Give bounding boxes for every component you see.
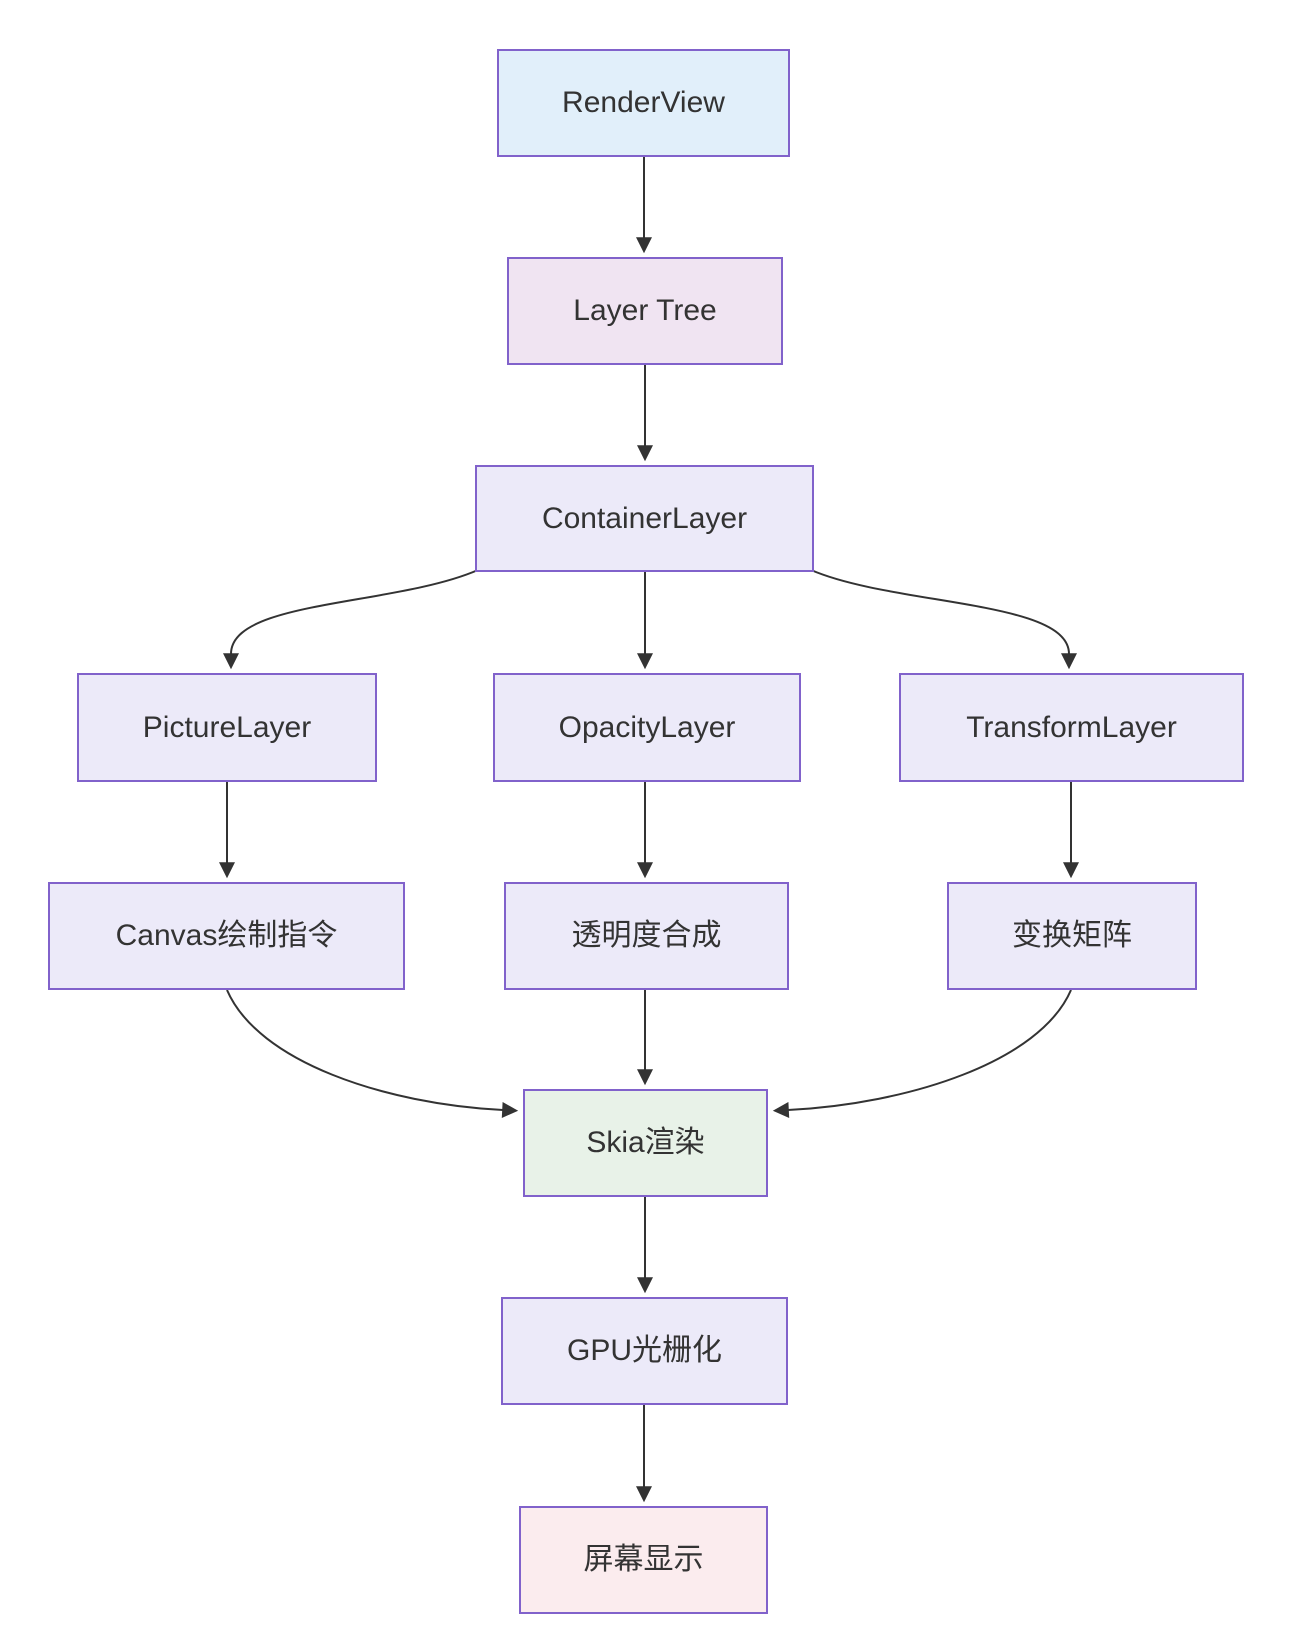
node-picturelayer: PictureLayer (77, 673, 377, 782)
node-renderview: RenderView (497, 49, 790, 157)
node-transformlayer: TransformLayer (899, 673, 1244, 782)
node-screen-display: 屏幕显示 (519, 1506, 768, 1614)
edge-canvascmd-skia (226, 989, 519, 1118)
edge-containerlayer-transformlayer (810, 569, 1077, 670)
node-opacity-compositing: 透明度合成 (504, 882, 789, 990)
edge-matrix-skia (772, 989, 1072, 1118)
edge-containerlayer-picturelayer (223, 569, 479, 670)
node-containerlayer: ContainerLayer (475, 465, 814, 572)
node-gpu-rasterize: GPU光栅化 (501, 1297, 788, 1405)
node-layer-tree: Layer Tree (507, 257, 783, 365)
node-opacitylayer: OpacityLayer (493, 673, 801, 782)
node-canvas-draw-commands: Canvas绘制指令 (48, 882, 405, 990)
node-transform-matrix: 变换矩阵 (947, 882, 1197, 990)
node-skia-render: Skia渲染 (523, 1089, 768, 1197)
